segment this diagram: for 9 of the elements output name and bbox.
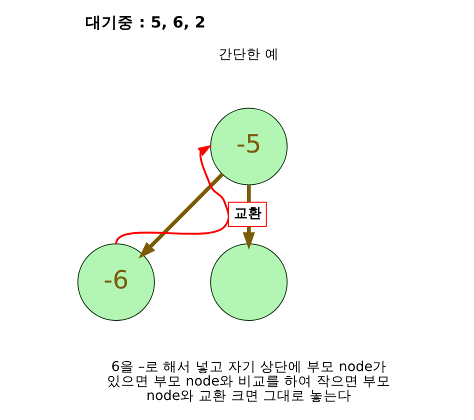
arrow xyxy=(114,145,230,244)
caption: 6을 –로 해서 넣고 자기 상단에 부모 node가 있으면 부모 node와 비교를 하여 작으면 부모 node와 교환 크면 그대로 놓는다 xyxy=(106,359,390,404)
node-circle: -6 xyxy=(76,243,154,321)
node-circle xyxy=(210,243,288,321)
diagram-title: 대기중 : 5, 6, 2 xyxy=(85,14,206,32)
node-circle: -5 xyxy=(210,108,288,186)
arrow xyxy=(138,172,224,259)
label: 간단한 예 xyxy=(218,46,279,63)
edge-label: 교환 xyxy=(233,205,262,222)
